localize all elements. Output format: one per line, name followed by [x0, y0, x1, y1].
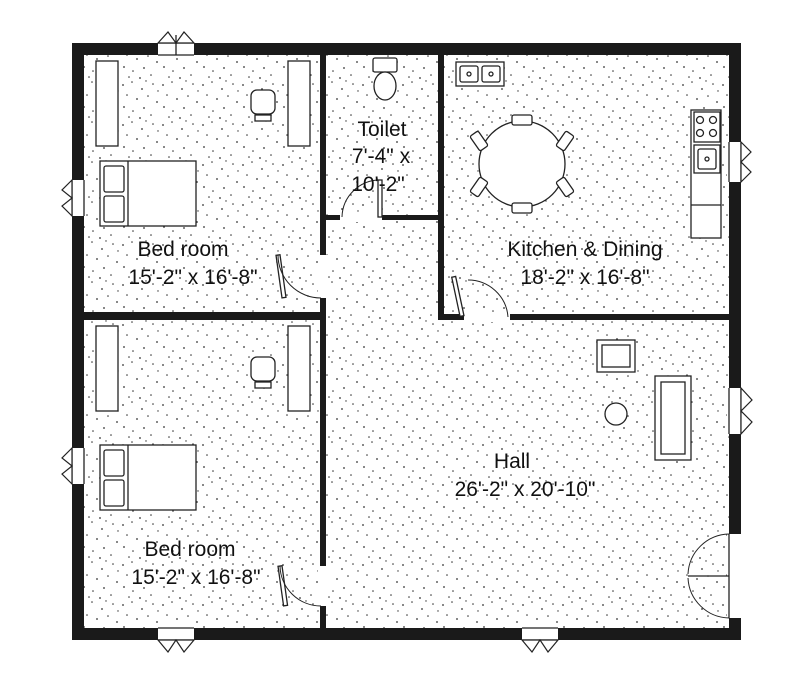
door-main-entrance [687, 533, 743, 619]
coffee-table [604, 402, 628, 426]
bedroom-top-furniture [95, 60, 311, 227]
window-bottom-hall [520, 626, 560, 654]
kitchen-fixtures [455, 61, 722, 239]
door-bedroom-top [275, 253, 328, 299]
pillow [103, 449, 125, 477]
toilet-fixture [372, 57, 398, 101]
pillow [103, 479, 125, 507]
door-toilet [340, 179, 383, 222]
wardrobe-right [287, 325, 311, 412]
window-top-bedroom [156, 31, 196, 57]
doors [275, 179, 743, 619]
dining-table [469, 114, 575, 214]
window-left-bedroom-bottom [61, 446, 86, 486]
pillow [103, 195, 125, 223]
windows [61, 31, 753, 654]
bedroom-bottom-name: Bed room [144, 538, 235, 561]
wardrobe-right [287, 60, 311, 147]
pillow [103, 165, 125, 193]
wardrobe-left [95, 325, 119, 412]
window-right-kitchen [727, 140, 752, 184]
door-kitchen [450, 275, 510, 322]
interior-walls [84, 55, 729, 628]
bedroom-bottom-furniture [95, 325, 311, 511]
outer-walls [72, 43, 741, 640]
door-bedroom-bottom [277, 564, 328, 607]
chair [250, 356, 276, 382]
kitchen-size: 18'-2" x 16'-8" [520, 266, 649, 289]
window-right-hall [727, 386, 753, 436]
hall-size: 26'-2" x 20'-10" [455, 478, 596, 501]
wardrobe-left [95, 60, 119, 147]
toilet-size-line1: 7'-4" x [352, 145, 411, 168]
hall-name: Hall [494, 450, 530, 473]
bedroom-bottom-size: 15'-2" x 16'-8" [131, 566, 260, 589]
toilet-name: Toilet [357, 118, 406, 141]
toilet-size-line2: 10'-2" [351, 173, 405, 196]
bedroom-top-name: Bed room [137, 238, 228, 261]
window-bottom-bedroom [156, 626, 196, 654]
bedroom-top-size: 15'-2" x 16'-8" [128, 266, 257, 289]
chair [250, 89, 276, 115]
window-left-bedroom-top [61, 178, 86, 218]
room-labels: Bed room 15'-2" x 16'-8" Toilet 7'-4" x … [128, 118, 662, 589]
hall-furniture [596, 339, 692, 461]
kitchen-name: Kitchen & Dining [507, 238, 662, 261]
